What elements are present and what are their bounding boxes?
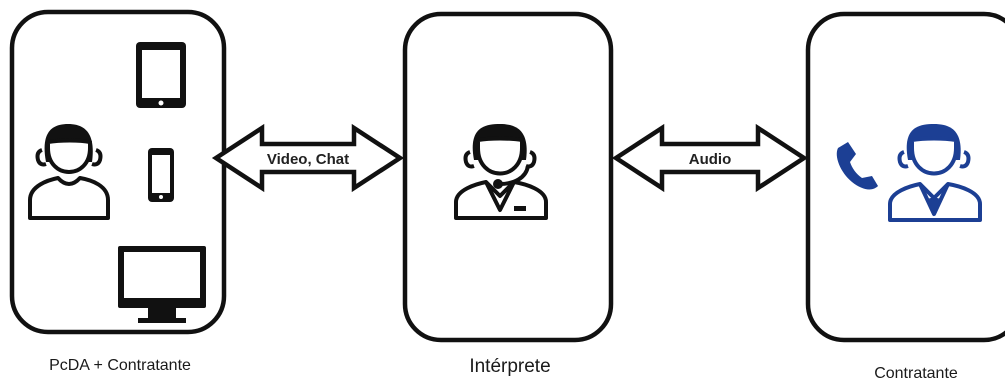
box-interprete [402, 11, 614, 343]
double-arrow-video-chat [211, 123, 405, 193]
label-contratante: Contratante [874, 365, 958, 382]
label-pcda-contratante: PcDA + Contratante [49, 357, 191, 374]
headset-operator-icon [454, 124, 548, 220]
box-pcda-contratante [9, 9, 227, 335]
smartphone-icon [148, 148, 174, 202]
arrow-label-video-chat: Video, Chat [267, 151, 349, 168]
double-arrow-audio [611, 123, 809, 193]
phone-icon [836, 142, 878, 190]
tablet-icon [136, 42, 186, 108]
businessman-icon [888, 124, 982, 222]
box-contratante [805, 11, 1005, 343]
monitor-icon [118, 246, 206, 323]
label-interprete: Intérprete [469, 356, 550, 377]
arrow-label-audio: Audio [689, 151, 732, 168]
user-icon [28, 124, 110, 220]
